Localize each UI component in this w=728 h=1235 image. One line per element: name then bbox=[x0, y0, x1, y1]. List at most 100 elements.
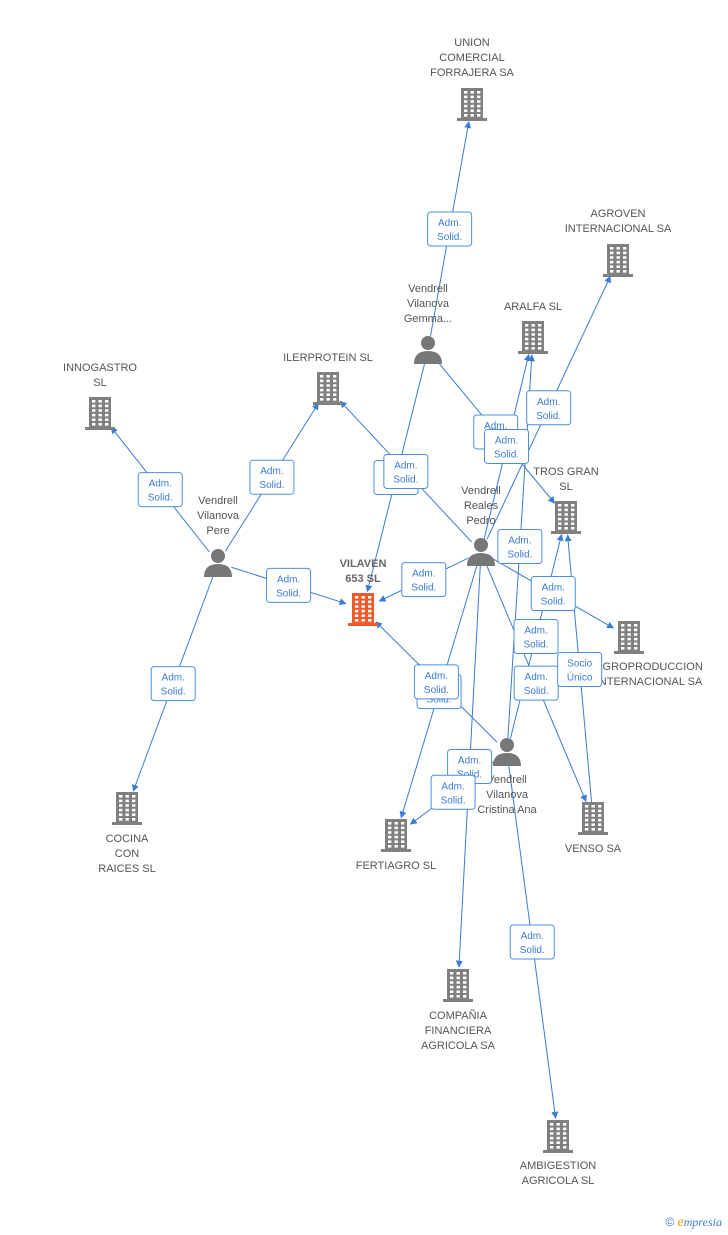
relation-badge-box bbox=[497, 528, 543, 564]
relation-badge-text: Solid. bbox=[441, 795, 466, 806]
relation-badge[interactable]: Adm.Solid. bbox=[266, 567, 312, 603]
relation-badge-box bbox=[509, 924, 555, 960]
relation-badge-text: Solid. bbox=[437, 232, 462, 243]
building-icon bbox=[614, 621, 644, 654]
node-label: Vilanova bbox=[486, 789, 529, 801]
relation-badge[interactable]: Adm.Solid. bbox=[249, 459, 295, 495]
relation-badge-text: Adm. bbox=[542, 583, 565, 594]
relation-badge[interactable]: Adm.Solid. bbox=[530, 576, 576, 612]
relation-badge-text: Adm. bbox=[484, 421, 507, 432]
building-icon bbox=[112, 792, 142, 825]
relation-badge-text: Adm. bbox=[438, 218, 461, 229]
relation-badge[interactable]: Adm. Solid. bbox=[509, 924, 555, 960]
relation-badge-text: Solid. bbox=[148, 493, 173, 504]
brand-logo-initial: e bbox=[677, 1215, 684, 1230]
relation-badge-text: Adm. bbox=[162, 673, 185, 684]
node-label: AGROPRODUCCION bbox=[595, 661, 703, 673]
node-label: Vendrell bbox=[198, 495, 238, 507]
relation-badge[interactable]: Adm.Solid. bbox=[137, 472, 183, 508]
node-label: CON bbox=[115, 848, 140, 860]
node-label: SL bbox=[93, 377, 106, 389]
relation-badge[interactable]: Adm.Solid. bbox=[526, 390, 572, 426]
relation-badge[interactable]: Adm. Solid. bbox=[513, 665, 559, 701]
node-innogastro[interactable]: INNOGASTRO SL bbox=[63, 362, 137, 430]
node-label: Gemma... bbox=[404, 313, 452, 325]
node-label: INTERNACIONAL SA bbox=[565, 223, 672, 235]
relation-badge[interactable]: Adm. Solid. bbox=[430, 774, 476, 810]
relation-badge[interactable]: Adm.Solid. bbox=[513, 618, 559, 654]
node-label: TROS GRAN bbox=[533, 466, 598, 478]
relation-badge[interactable]: Adm.Solid. bbox=[484, 428, 530, 464]
relation-badge[interactable]: Adm.Solid. bbox=[413, 664, 459, 700]
relation-badge-text: Solid. bbox=[524, 686, 549, 697]
relation-badge-text: Adm. bbox=[425, 671, 448, 682]
relation-badge-text: Solid. bbox=[411, 583, 436, 594]
relation-badge-text: Adm. bbox=[441, 781, 464, 792]
relation-badge-box bbox=[430, 774, 476, 810]
node-fertiagro[interactable]: FERTIAGRO SL bbox=[356, 819, 436, 872]
building-icon bbox=[603, 244, 633, 277]
node-gemma[interactable]: VendrellVilanovaGemma... bbox=[404, 283, 452, 364]
building-icon bbox=[518, 321, 548, 354]
building-icon bbox=[543, 1120, 573, 1153]
node-aralfa[interactable]: ARALFA SL bbox=[504, 301, 562, 354]
relation-badge[interactable]: Adm. Solid. bbox=[427, 211, 473, 247]
relation-badge-text: Solid. bbox=[520, 945, 545, 956]
relation-badge[interactable]: Adm.Solid. bbox=[383, 453, 429, 489]
node-label: Vendrell bbox=[461, 485, 501, 497]
relation-badge-text: Adm. bbox=[525, 672, 548, 683]
node-venso[interactable]: VENSO SA bbox=[565, 802, 622, 855]
relation-badge-box bbox=[401, 562, 447, 598]
node-label: COMERCIAL bbox=[439, 52, 504, 64]
brand-logo-text: mpresia bbox=[683, 1215, 722, 1229]
relation-badge-box bbox=[249, 459, 295, 495]
relation-badge-box bbox=[266, 567, 312, 603]
node-ilerprotein[interactable]: ILERPROTEIN SL bbox=[283, 352, 373, 405]
node-trosgran[interactable]: TROS GRAN SL bbox=[533, 466, 599, 534]
relation-badge-text: Solid. bbox=[259, 480, 284, 491]
relation-badge-box bbox=[413, 664, 459, 700]
relation-badge-box bbox=[137, 472, 183, 508]
relation-badge-text: Adm. bbox=[412, 569, 435, 580]
relation-badge-box bbox=[427, 211, 473, 247]
node-label: Reales bbox=[464, 500, 499, 512]
node-label: Cristina Ana bbox=[477, 804, 537, 816]
relation-badge-text: Solid. bbox=[524, 639, 549, 650]
relation-badge-box bbox=[150, 666, 196, 702]
relation-badge[interactable]: Adm.Solid. bbox=[497, 528, 543, 564]
relation-badge-box bbox=[530, 576, 576, 612]
building-icon bbox=[85, 397, 115, 430]
node-label: FINANCIERA bbox=[425, 1025, 492, 1037]
relation-badge-text: Solid. bbox=[393, 474, 418, 485]
node-label: AGRICOLA SL bbox=[522, 1175, 595, 1187]
node-label: SL bbox=[559, 481, 572, 493]
person-icon bbox=[467, 538, 495, 566]
relation-badge[interactable]: Adm.Solid. bbox=[150, 666, 196, 702]
node-label: Vilanova bbox=[407, 298, 450, 310]
node-label: VENSO SA bbox=[565, 843, 622, 855]
relation-badge[interactable]: Adm. Solid. bbox=[401, 562, 447, 598]
relation-badge-text: Solid. bbox=[536, 411, 561, 422]
relation-badge-text: Adm. bbox=[458, 756, 481, 767]
empresia-watermark[interactable]: © empresia bbox=[665, 1215, 722, 1231]
building-icon bbox=[443, 969, 473, 1002]
relation-badge-text: Solid. bbox=[494, 449, 519, 460]
node-label: Pedro bbox=[466, 515, 495, 527]
node-label: INNOGASTRO bbox=[63, 362, 137, 374]
relation-badge-text: Adm. bbox=[521, 931, 544, 942]
node-label: ILERPROTEIN SL bbox=[283, 352, 373, 364]
person-icon bbox=[204, 549, 232, 577]
